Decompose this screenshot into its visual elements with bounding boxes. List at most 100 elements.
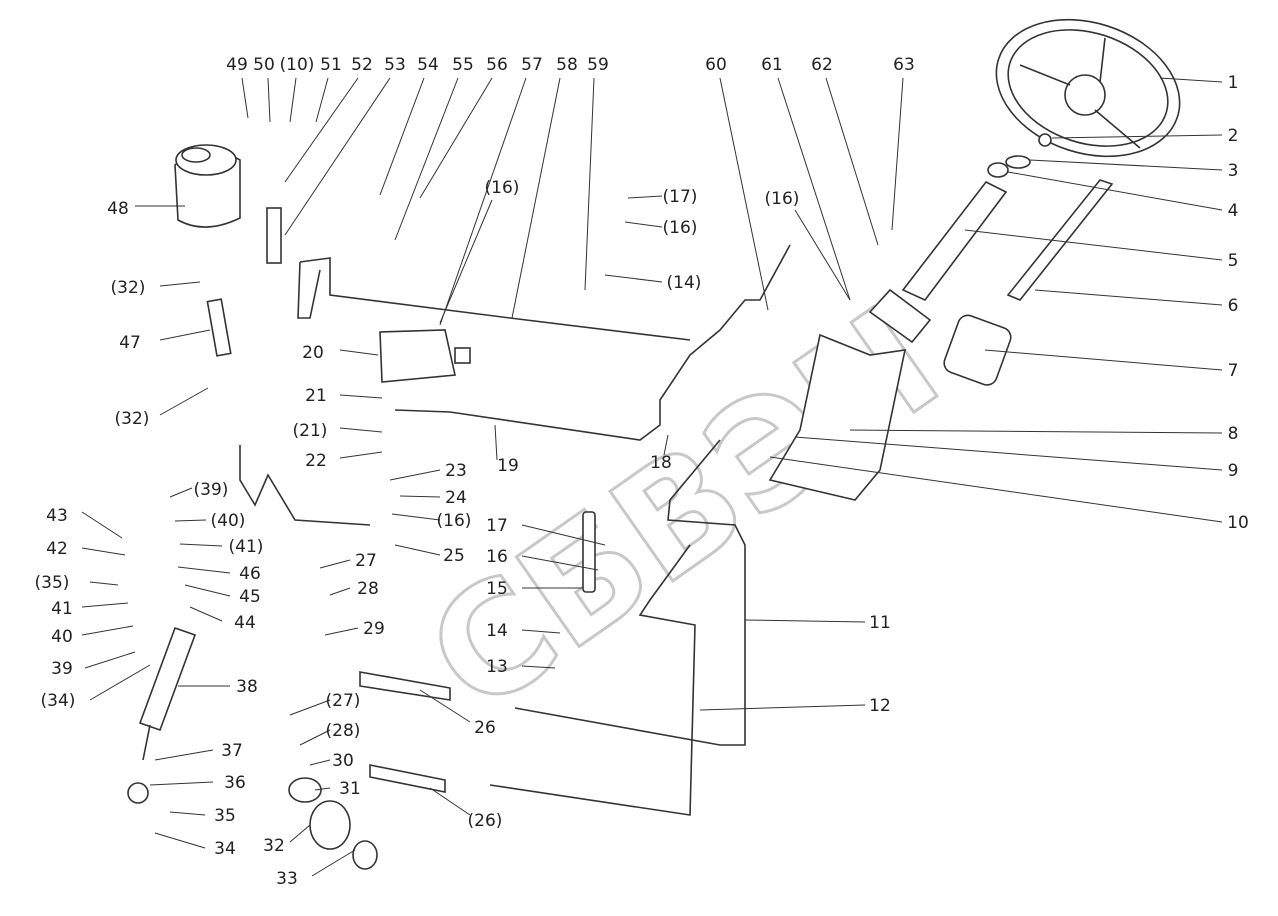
leader-line	[299, 729, 331, 746]
part-callout-label: 40	[51, 627, 73, 647]
part-callout-label: 27	[355, 551, 377, 571]
leader-line	[174, 519, 207, 522]
leader-line	[267, 77, 271, 123]
leader-line	[81, 602, 129, 608]
part-callout-label: 29	[363, 619, 385, 639]
part-callout-label: (26)	[468, 811, 503, 831]
leader-line	[339, 349, 379, 356]
leader-line	[777, 77, 851, 301]
part-callout-label: 42	[46, 539, 68, 559]
leader-line	[429, 787, 471, 816]
part-callout-label: 45	[239, 587, 261, 607]
parts-drawing	[127, 18, 1181, 870]
leader-line	[154, 749, 214, 761]
part-callout-label: 23	[445, 461, 467, 481]
part-callout-label: 34	[214, 839, 236, 859]
part-callout-label: (39)	[194, 480, 229, 500]
steering-unit	[943, 314, 1012, 386]
leader-line	[744, 619, 866, 623]
leader-line	[1007, 171, 1223, 211]
leader-line	[663, 434, 669, 456]
part-callout-label: 4	[1228, 201, 1239, 221]
part-callout-label: 9	[1228, 461, 1239, 481]
column-tube	[901, 180, 1008, 301]
part-callout-label: 63	[893, 55, 915, 75]
leader-line	[159, 329, 211, 341]
leader-line	[891, 77, 904, 231]
part-callout-label: 57	[521, 55, 543, 75]
part-callout-label: (16)	[485, 178, 520, 198]
leader-line	[794, 436, 1223, 471]
part-callout-label: (10)	[280, 55, 315, 75]
leader-line	[184, 584, 231, 597]
part-callout-label: 46	[239, 564, 261, 584]
part-callout-label: 58	[556, 55, 578, 75]
leader-line	[189, 606, 223, 622]
leader-line	[289, 699, 331, 716]
part-callout-label: 2	[1228, 126, 1239, 146]
leader-line	[84, 651, 136, 669]
leader-line	[825, 77, 879, 246]
leader-line	[719, 77, 769, 311]
part-callout-label: 38	[236, 677, 258, 697]
part-callout-label: 53	[384, 55, 406, 75]
part-callout-label: 24	[445, 488, 467, 508]
part-callout-label: 21	[305, 386, 327, 406]
part-callout-label: (35)	[35, 573, 70, 593]
part-callout-label: (34)	[41, 691, 76, 711]
part-callout-label: 52	[351, 55, 373, 75]
steering-wheel-hub	[1064, 74, 1106, 116]
steering-shaft	[1006, 179, 1114, 301]
part-callout-label: 6	[1228, 296, 1239, 316]
part-callout-label: 15	[486, 579, 508, 599]
hose-26	[359, 671, 451, 701]
leader-line	[89, 581, 119, 586]
leader-line	[324, 627, 359, 636]
leader-line	[311, 849, 356, 877]
leader-line	[394, 544, 441, 556]
part-callout-label: 3	[1228, 161, 1239, 181]
part-callout-label: 14	[486, 621, 508, 641]
part-callout-label: 7	[1228, 361, 1239, 381]
leader-line	[159, 281, 201, 287]
leader-line	[794, 209, 851, 301]
part-callout-label: 30	[332, 751, 354, 771]
leader-line	[319, 559, 351, 569]
leader-line	[314, 787, 331, 791]
leader-line	[339, 394, 383, 399]
leader-line	[624, 221, 663, 228]
part-callout-label: (14)	[667, 273, 702, 293]
leader-line	[521, 665, 556, 669]
leader-line	[177, 566, 231, 574]
leader-line	[149, 781, 214, 786]
pump-motor	[379, 329, 456, 383]
leader-line	[394, 77, 459, 241]
part-callout-label: 43	[46, 506, 68, 526]
part-callout-label: 36	[224, 773, 246, 793]
leader-line	[521, 555, 599, 571]
leader-line	[81, 511, 123, 539]
svg-text:СБВЭН: СБВЭН	[399, 275, 969, 747]
leader-line	[399, 495, 441, 498]
hose-26b	[369, 764, 446, 793]
part-callout-label: 37	[221, 741, 243, 761]
leader-line	[154, 832, 206, 849]
part-callout-label: 60	[705, 55, 727, 75]
leader-line	[315, 77, 329, 123]
part-callout-label: 19	[497, 456, 519, 476]
part-callout-label: (17)	[663, 187, 698, 207]
part-callout-label: (27)	[326, 691, 361, 711]
part-callout-label: 55	[452, 55, 474, 75]
column-flange	[868, 288, 932, 344]
part-callout-label: 49	[226, 55, 248, 75]
part-callout-label: 33	[276, 869, 298, 889]
part-callout-label: 28	[357, 579, 379, 599]
part-callout-label: (28)	[326, 721, 361, 741]
part-callout-label: 1	[1228, 73, 1239, 93]
leader-line	[419, 689, 471, 723]
leader-line	[159, 387, 209, 416]
part-callout-label: 17	[486, 516, 508, 536]
leader-line	[604, 274, 663, 283]
leader-line	[849, 429, 1223, 434]
